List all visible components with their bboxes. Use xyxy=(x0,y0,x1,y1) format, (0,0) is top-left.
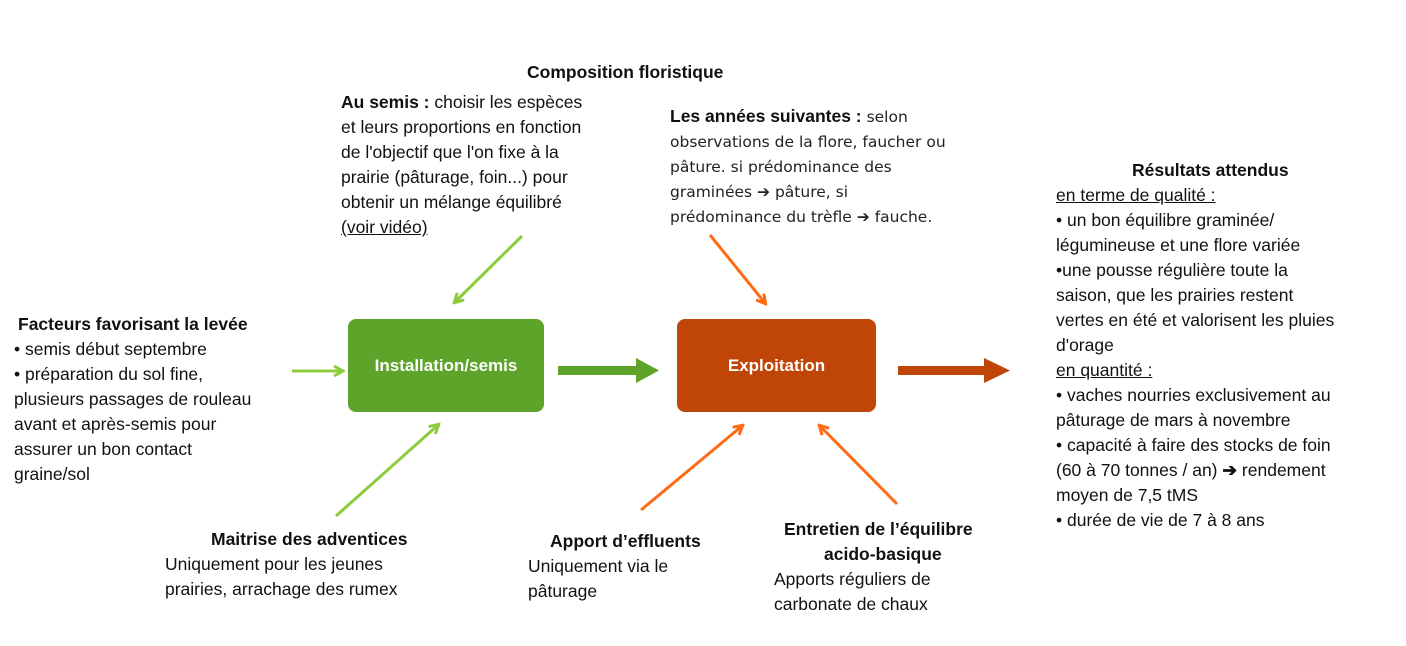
annees-line-part: pâture, si xyxy=(774,183,849,201)
arrow-annees-to-exploit xyxy=(708,234,765,303)
resultats-line: moyen de 7,5 tMS xyxy=(1056,485,1199,505)
semis-line: prairie (pâturage, foin...) pour xyxy=(341,167,568,187)
arrow-entretien-to-exploit xyxy=(820,426,899,506)
entretien-heading: Entretien de l’équilibre xyxy=(784,519,973,539)
arrow-install-to-exploit xyxy=(558,358,659,383)
resultats-line: légumineuse et une flore variée xyxy=(1056,235,1301,255)
voir-video-link[interactable]: (voir vidéo) xyxy=(341,217,428,237)
resultats-line: • vaches nourries exclusivement au xyxy=(1056,385,1331,405)
semis-line: obtenir un mélange équilibré xyxy=(341,192,562,212)
semis-line: et leurs proportions en fonction xyxy=(341,117,582,137)
annees-heading: Les années suivantes : xyxy=(670,106,862,126)
resultats-block: Résultats attendus en terme de qualité :… xyxy=(1056,158,1334,533)
facteurs-heading: Facteurs favorisant la levée xyxy=(18,314,248,334)
facteurs-line: plusieurs passages de rouleau xyxy=(14,389,252,409)
entretien-block: Entretien de l’équilibre acido-basique A… xyxy=(774,517,973,617)
apport-line: Uniquement via le xyxy=(528,556,669,576)
arrow-exploit-to-resultats xyxy=(898,358,1010,383)
arrow-right-icon: ➔ xyxy=(1222,460,1238,480)
resultats-subheading-qualite: en terme de qualité : xyxy=(1056,185,1216,205)
entretien-line: carbonate de chaux xyxy=(774,594,928,614)
semis-heading: Au semis : xyxy=(341,92,430,112)
arrow-apport-to-exploit xyxy=(640,426,742,512)
entretien-heading: acido-basique xyxy=(824,544,942,564)
diagram-title: Composition floristique xyxy=(527,62,724,82)
annees-block: Les années suivantes : selon observation… xyxy=(670,104,946,230)
resultats-subheading-quantite: en quantité : xyxy=(1056,360,1153,380)
semis-block: Au semis : choisir les espèces et leurs … xyxy=(341,90,582,240)
resultats-line: • capacité à faire des stocks de foin xyxy=(1056,435,1331,455)
semis-line: de l'objectif que l'on fixe à la xyxy=(341,142,559,162)
maitrise-heading: Maitrise des adventices xyxy=(211,529,408,549)
annees-line: observations de la flore, faucher ou xyxy=(670,133,946,151)
exploitation-box: Exploitation xyxy=(677,319,876,412)
resultats-heading: Résultats attendus xyxy=(1132,160,1289,180)
annees-line-part: prédominance du trèfle xyxy=(670,208,852,226)
facteurs-line: assurer un bon contact xyxy=(14,439,193,459)
annees-line: selon xyxy=(866,108,908,126)
annees-line-part: fauche. xyxy=(874,208,933,226)
annees-line: pâture. si prédominance des xyxy=(670,158,892,176)
apport-block: Apport d’effluents Uniquement via le pât… xyxy=(528,529,701,604)
apport-line: pâturage xyxy=(528,581,598,601)
arrow-right-icon: ➔ xyxy=(856,208,870,226)
resultats-line: • un bon équilibre graminée/ xyxy=(1056,210,1275,230)
resultats-line-part: (60 à 70 tonnes / an) xyxy=(1056,460,1218,480)
resultats-line: pâturage de mars à novembre xyxy=(1056,410,1291,430)
installation-box: Installation/semis xyxy=(348,319,544,412)
annees-line-part: graminées xyxy=(670,183,753,201)
resultats-line: • durée de vie de 7 à 8 ans xyxy=(1056,510,1265,530)
resultats-line: d'orage xyxy=(1056,335,1114,355)
resultats-line: vertes en été et valorisent les pluies xyxy=(1056,310,1335,330)
facteurs-line: avant et après-semis pour xyxy=(14,414,217,434)
facteurs-block: Facteurs favorisant la levée • semis déb… xyxy=(14,312,251,487)
maitrise-line: Uniquement pour les jeunes xyxy=(165,554,383,574)
arrow-right-icon: ➔ xyxy=(757,183,771,201)
maitrise-block: Maitrise des adventices Uniquement pour … xyxy=(165,527,407,602)
facteurs-line: • semis début septembre xyxy=(14,339,207,359)
resultats-line: •une pousse régulière toute la xyxy=(1056,260,1288,280)
entretien-line: Apports réguliers de xyxy=(774,569,931,589)
resultats-line-part: rendement xyxy=(1241,460,1326,480)
apport-heading: Apport d’effluents xyxy=(550,531,701,551)
facteurs-line: graine/sol xyxy=(14,464,90,484)
maitrise-line: prairies, arrachage des rumex xyxy=(165,579,398,599)
resultats-line: saison, que les prairies restent xyxy=(1056,285,1294,305)
facteurs-line: • préparation du sol fine, xyxy=(14,364,204,384)
semis-line: choisir les espèces xyxy=(434,92,583,112)
arrow-semis-to-install xyxy=(455,234,524,302)
arrow-maitrise-to-install xyxy=(335,425,438,518)
